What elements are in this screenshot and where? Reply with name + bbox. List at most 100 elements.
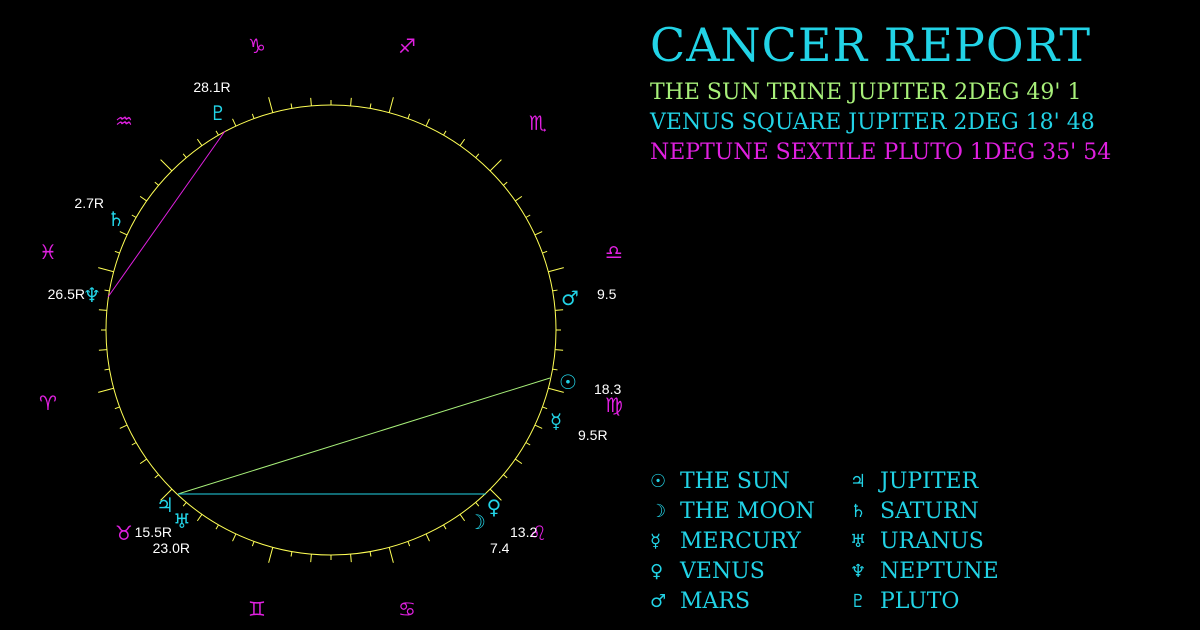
major-tick <box>388 97 394 113</box>
minor-tick <box>552 289 558 292</box>
moon-icon: ☽ <box>468 510 486 534</box>
planet-degree-label: 7.4 <box>490 540 510 556</box>
venus-icon: ♀ <box>650 560 664 582</box>
mars-icon: ♂ <box>561 286 579 310</box>
minor-tick <box>114 250 120 254</box>
minor-tick <box>515 195 523 202</box>
minor-tick <box>232 533 237 542</box>
minor-tick <box>443 130 447 136</box>
planet-degree-label: 15.5R <box>135 524 172 540</box>
legend-item-uranus: ♅ Uranus <box>850 526 1050 556</box>
sextile-line <box>107 130 226 298</box>
planet-positions: ♇28.1R♄2.7R♆26.5R♂9.5☉18.3☿9.5R♀13.2☽7.4… <box>48 79 622 556</box>
mars-icon: ♂ <box>650 590 667 612</box>
minor-tick <box>503 474 508 479</box>
uranus-icon: ♅ <box>173 509 191 533</box>
aquarius-icon: ♒ <box>115 109 133 133</box>
minor-tick <box>104 289 110 292</box>
zodiac-signs: ♈♉♊♋♌♍♎♏♐♑♒♓ <box>39 34 623 621</box>
sagittarius-icon: ♐ <box>398 34 416 58</box>
minor-tick <box>503 181 508 186</box>
sun-icon: ☉ <box>650 470 667 492</box>
minor-tick <box>104 368 110 371</box>
taurus-icon: ♉ <box>115 521 133 545</box>
planet-degree-label: 26.5R <box>48 286 85 302</box>
minor-tick <box>515 458 523 465</box>
aspect-venus-square-jupiter: Venus square Jupiter 2deg 18' 48 <box>650 110 1095 135</box>
major-tick <box>98 387 114 393</box>
major-tick <box>548 267 564 273</box>
minor-tick <box>251 541 255 547</box>
cancer-icon: ♋ <box>398 597 416 621</box>
minor-tick <box>425 118 430 127</box>
degree-ticks <box>98 97 564 563</box>
minor-tick <box>459 138 466 146</box>
legend-label: The Sun <box>680 468 790 494</box>
major-tick <box>388 547 394 563</box>
legend-label: Uranus <box>880 528 984 554</box>
saturn-icon: ♄ <box>107 207 125 231</box>
minor-tick <box>407 113 411 119</box>
zodiac-circle <box>105 104 557 556</box>
minor-tick <box>131 442 137 446</box>
page-title: Cancer Report <box>650 18 1092 72</box>
minor-tick <box>555 349 564 351</box>
minor-tick <box>542 406 548 410</box>
major-tick <box>489 159 502 172</box>
legend-label: Venus <box>680 558 765 584</box>
minor-tick <box>443 524 447 530</box>
minor-tick <box>98 309 107 311</box>
minor-tick <box>369 103 372 109</box>
minor-tick <box>232 118 237 127</box>
minor-tick <box>196 514 203 522</box>
minor-tick <box>98 349 107 351</box>
legend-label: Saturn <box>880 498 979 524</box>
libra-icon: ♎ <box>605 240 623 264</box>
trine-line <box>177 377 551 495</box>
legend-item-sun: ☉ The Sun <box>650 466 850 496</box>
minor-tick <box>350 97 352 106</box>
legend-label: Neptune <box>880 558 999 584</box>
neptune-icon: ♆ <box>83 283 101 307</box>
scorpio-icon: ♏ <box>529 111 547 135</box>
aspect-neptune-sextile-pluto: Neptune sextile Pluto 1deg 35' 54 <box>650 140 1112 165</box>
mercury-icon: ☿ <box>650 530 662 552</box>
legend-label: Mars <box>680 588 751 614</box>
aspect-sun-trine-jupiter: The Sun trine Jupiter 2deg 49' 1 <box>650 80 1082 105</box>
gemini-icon: ♊ <box>248 597 266 621</box>
planet-degree-label: 2.7R <box>74 195 104 211</box>
planet-degree-label: 18.3 <box>594 381 621 397</box>
minor-tick <box>182 153 187 158</box>
major-tick <box>98 267 114 273</box>
minor-tick <box>154 474 159 479</box>
major-tick <box>548 387 564 393</box>
minor-tick <box>182 502 187 507</box>
planet-legend: ☉ The Sun ♃ Jupiter ☽ The Moon ♄ Saturn … <box>650 466 1070 616</box>
minor-tick <box>310 554 312 563</box>
aries-icon: ♈ <box>39 391 57 415</box>
legend-item-moon: ☽ The Moon <box>650 496 850 526</box>
major-tick <box>160 159 173 172</box>
minor-tick <box>525 214 531 218</box>
pluto-icon: ♇ <box>850 590 867 612</box>
minor-tick <box>290 103 293 109</box>
mercury-icon: ☿ <box>550 409 562 433</box>
pisces-icon: ♓ <box>39 240 57 264</box>
legend-label: Jupiter <box>880 468 979 494</box>
minor-tick <box>555 309 564 311</box>
minor-tick <box>154 181 159 186</box>
legend-item-pluto: ♇ Pluto <box>850 586 1050 616</box>
minor-tick <box>196 138 203 146</box>
minor-tick <box>475 153 480 158</box>
capricorn-icon: ♑ <box>248 34 266 58</box>
minor-tick <box>525 442 531 446</box>
minor-tick <box>139 458 147 465</box>
legend-item-mars: ♂ Mars <box>650 586 850 616</box>
moon-icon: ☽ <box>650 500 667 522</box>
legend-item-neptune: ♆ Neptune <box>850 556 1050 586</box>
major-tick <box>268 547 274 563</box>
aspect-lines <box>107 130 551 495</box>
minor-tick <box>534 231 543 236</box>
major-tick <box>160 488 173 501</box>
minor-tick <box>215 524 219 530</box>
